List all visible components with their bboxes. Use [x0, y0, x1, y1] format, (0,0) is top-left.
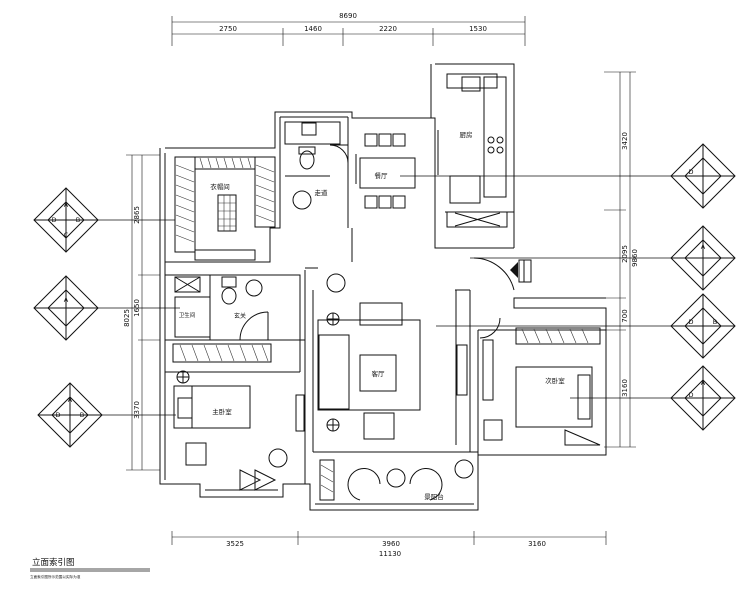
left-bottom-label-d: D [55, 411, 60, 419]
bottom-total-dim: 11130 [379, 550, 401, 558]
left-bottom-label-a: A [68, 396, 73, 404]
dining-room: 餐厅 [355, 133, 416, 209]
left-total-dim: 8025 [123, 309, 131, 327]
entry-label: 玄关 [234, 312, 246, 320]
right-4-label-a: A [701, 379, 706, 387]
index-marker-left-mid: A [33, 275, 99, 341]
right-3-label-d: D [688, 318, 693, 326]
upper-bath: 走道 [284, 121, 349, 210]
dining-label: 餐厅 [375, 171, 389, 180]
left-bath: 玄关 卫生间 [174, 276, 269, 341]
closet-room: 衣帽间 [174, 156, 276, 261]
bottom-dimension-chain: 3525 3960 3160 11130 [171, 531, 607, 558]
index-marker-left-top: A D B C [33, 187, 99, 253]
index-marker-right-3: D B [670, 293, 736, 359]
living-label: 客厅 [372, 369, 386, 378]
right-dim-3: 700 [621, 309, 629, 322]
left-top-label-d: D [51, 216, 56, 224]
master-bedroom-label: 主卧室 [212, 407, 232, 416]
second-bedroom: 次卧室 [479, 317, 601, 446]
bottom-dim-3: 3160 [528, 540, 546, 548]
bath-label: 卫生间 [179, 311, 196, 319]
left-mid-label-a: A [64, 296, 69, 304]
top-dim-1: 2750 [219, 25, 237, 33]
top-total-dim: 8690 [339, 12, 357, 20]
index-marker-left-bottom: A D B [37, 382, 103, 448]
corridor-label: 走道 [315, 188, 329, 197]
top-dim-3: 2220 [379, 25, 397, 33]
right-3-label-b: B [713, 318, 717, 326]
living-room: 客厅 [317, 273, 468, 445]
drawing-title: 立面索引图 [32, 557, 75, 568]
right-1-label-d: D [688, 168, 693, 176]
right-dimension-chain: 3420 2095 700 3160 9860 [604, 71, 639, 448]
left-bottom-label-b: B [80, 411, 84, 419]
right-dim-2: 2095 [621, 245, 629, 263]
left-dimension-chain: 8025 2865 1650 3370 [123, 154, 160, 471]
left-top-label-b: B [76, 216, 80, 224]
left-dim-1: 2865 [133, 206, 141, 224]
right-2-label-a: A [701, 243, 706, 251]
second-bedroom-label: 次卧室 [545, 376, 565, 385]
balcony: 景阳台 [319, 459, 474, 501]
right-dim-1: 3420 [621, 132, 629, 150]
top-dim-2: 1460 [304, 25, 322, 33]
entry-area [473, 257, 532, 291]
index-marker-right-1: D [670, 143, 736, 209]
top-dim-4: 1530 [469, 25, 487, 33]
left-top-label-c: C [64, 231, 69, 239]
balcony-label: 景阳台 [424, 492, 444, 501]
index-marker-right-2: A [670, 225, 736, 291]
walls [159, 63, 607, 511]
drawing-subtitle: 立面索引图所示范围以实际为准 [30, 574, 81, 579]
kitchen-room: 厨房 [437, 73, 508, 228]
master-bedroom: 主卧室 [172, 343, 305, 491]
closet-label: 衣帽间 [210, 182, 230, 191]
bottom-dim-1: 3525 [226, 540, 244, 548]
right-dim-4: 3160 [621, 379, 629, 397]
index-marker-right-4: A D [670, 365, 736, 431]
right-4-label-d: D [688, 391, 693, 399]
top-dimension-chain: 8690 2750 1460 2220 1530 [171, 12, 526, 46]
kitchen-label: 厨房 [460, 130, 473, 139]
bottom-dim-2: 3960 [382, 540, 400, 548]
drawing-title-block: 立面索引图 立面索引图所示范围以实际为准 [30, 557, 150, 579]
index-leaders [98, 175, 672, 416]
left-dim-3: 3370 [133, 401, 141, 419]
left-top-label-a: A [64, 201, 69, 209]
